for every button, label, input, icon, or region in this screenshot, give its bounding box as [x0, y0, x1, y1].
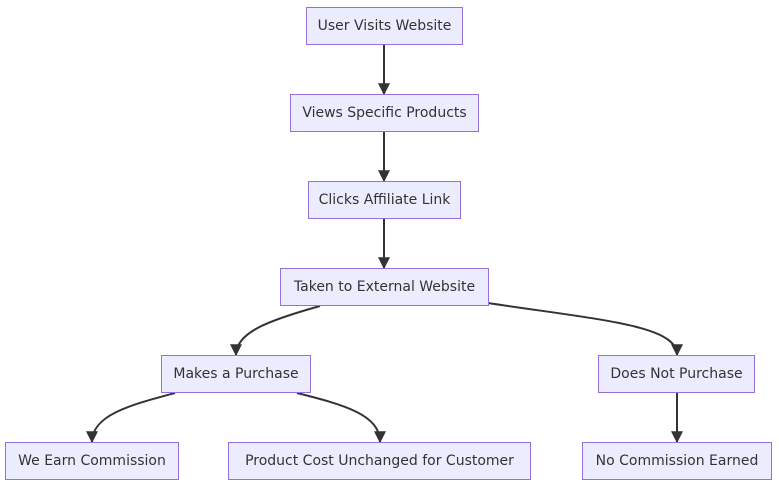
node-product-cost-unchanged: Product Cost Unchanged for Customer [228, 442, 531, 480]
node-views-specific-products: Views Specific Products [290, 94, 479, 132]
node-does-not-purchase: Does Not Purchase [598, 355, 755, 393]
node-clicks-affiliate-link: Clicks Affiliate Link [308, 181, 461, 219]
edge-external-to-purchase [230, 305, 321, 357]
edge-external-to-no-purchase [487, 302, 683, 357]
edge-purchase-to-cost [296, 392, 386, 444]
edge-purchase-to-commission [86, 392, 176, 444]
node-no-commission-earned: No Commission Earned [582, 442, 772, 480]
node-user-visits-website: User Visits Website [306, 7, 463, 45]
node-makes-a-purchase: Makes a Purchase [161, 355, 311, 393]
node-taken-to-external-website: Taken to External Website [280, 268, 489, 306]
node-we-earn-commission: We Earn Commission [5, 442, 179, 480]
